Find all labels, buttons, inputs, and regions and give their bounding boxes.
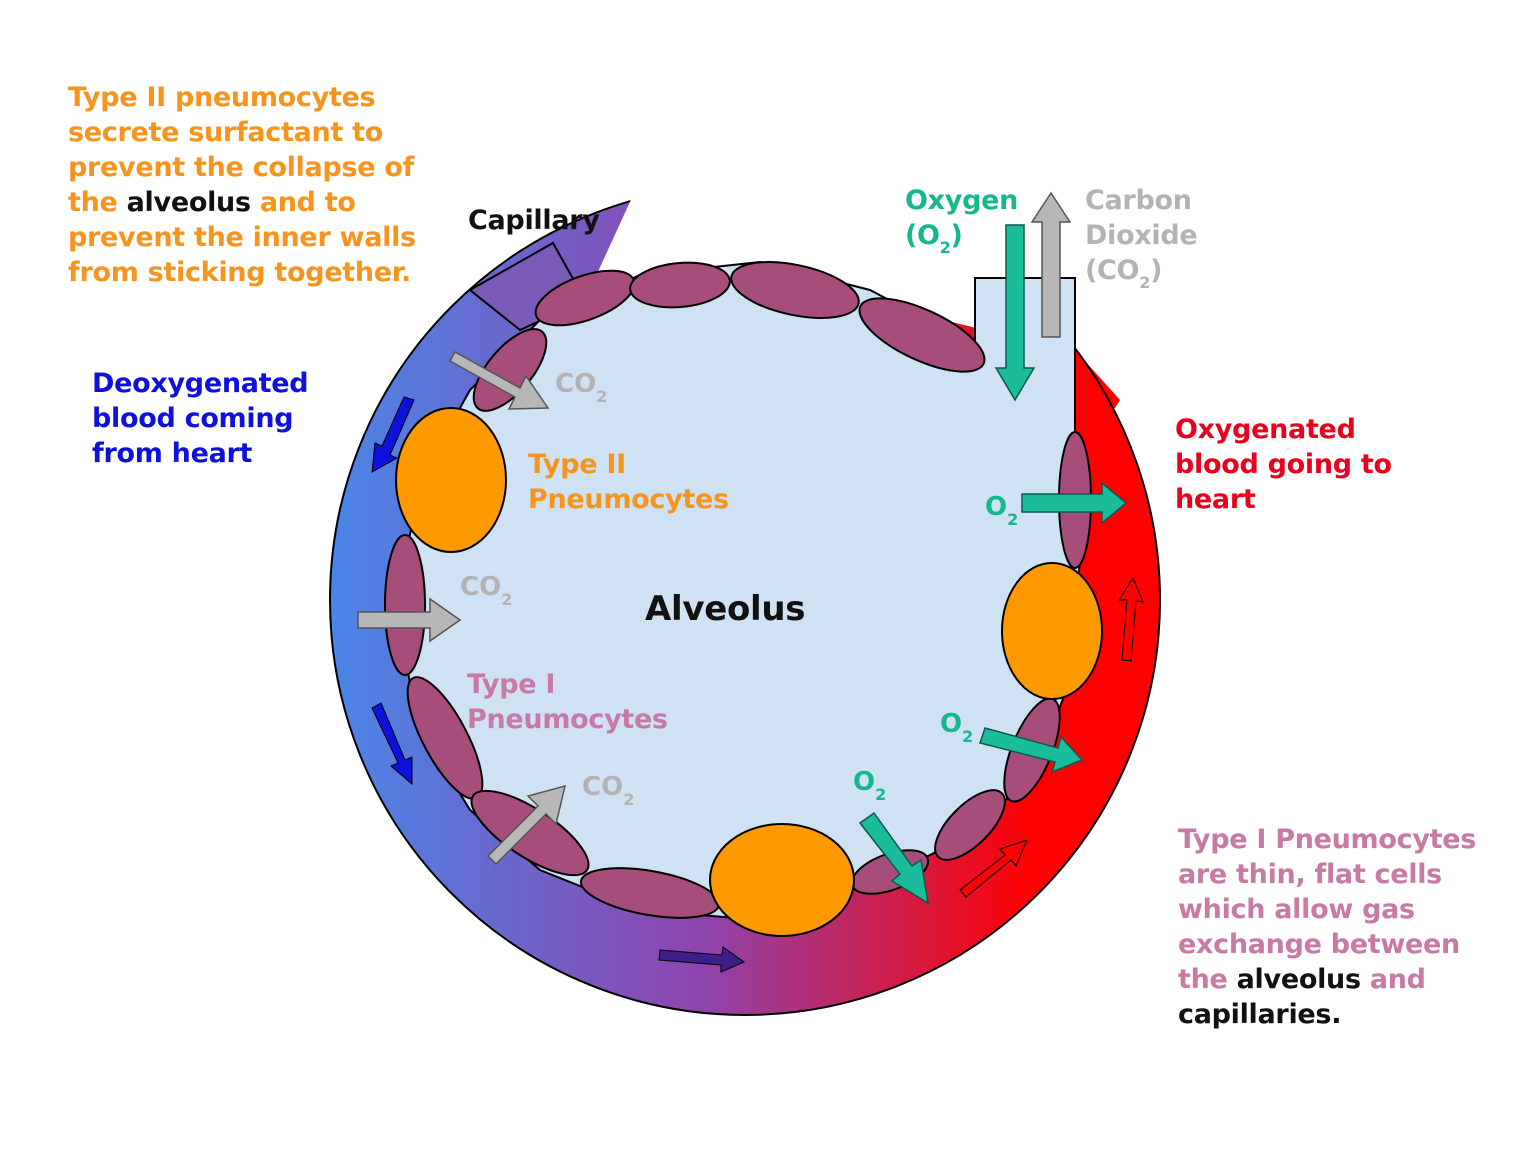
- type2-cell: [395, 407, 507, 553]
- o2-arrow: [1021, 481, 1128, 525]
- type1-cell: [730, 261, 860, 319]
- co2-label: CO2: [555, 369, 607, 406]
- blood-flow-arrows: [371, 396, 1144, 973]
- o2-entry-arrow: [994, 224, 1036, 402]
- type1-note-and: and: [1360, 964, 1426, 995]
- blood-flow-arrow: [658, 946, 746, 973]
- carbon-dioxide-label: Carbon Dioxide (CO2): [1085, 183, 1198, 292]
- type1-cells: [384, 261, 1092, 919]
- alveolus-opening-edge: [974, 277, 1076, 420]
- alveolus-label: Alveolus: [645, 589, 806, 629]
- type1-note: Type I Pneumocytes are thin, flat cells …: [1178, 822, 1498, 1032]
- type1-cell: [934, 789, 1006, 861]
- gas-labels: CO2 CO2 CO2 O2 O2 O2: [460, 369, 1018, 809]
- o2-arrow: [858, 811, 930, 905]
- oxygenated-label: Oxygenated blood going to heart: [1175, 414, 1392, 515]
- type2-note-text: Type II pneumocytes secrete surfactant t…: [68, 82, 415, 218]
- capillary-gap: [585, 180, 1080, 350]
- type1-note-text: Type I Pneumocytes are thin, flat cells …: [1178, 824, 1477, 995]
- o2-arrows: [858, 224, 1128, 905]
- co2-arrow: [448, 350, 550, 410]
- type2-pneumocytes-label: Type II Pneumocytes: [528, 449, 729, 515]
- type2-cells: [395, 407, 1103, 937]
- type2-note-alveolus: alveolus: [126, 187, 251, 218]
- type1-cell: [629, 261, 731, 309]
- carbon-dioxide-label-line2: Dioxide: [1085, 220, 1198, 251]
- co2-label: CO2: [582, 772, 634, 809]
- type2-cell: [1001, 562, 1103, 700]
- type2-cell: [709, 823, 855, 937]
- type1-cell: [858, 297, 986, 373]
- type1-note-capillaries: capillaries.: [1178, 999, 1342, 1030]
- o2-label: O2: [853, 767, 886, 804]
- carbon-dioxide-label-line1: Carbon: [1085, 185, 1192, 216]
- blood-flow-arrow: [959, 839, 1028, 898]
- deoxygenated-label: Deoxygenated blood coming from heart: [92, 368, 309, 469]
- co2-arrows: [357, 191, 1072, 866]
- type1-pneumocytes-label: Type I Pneumocytes: [467, 669, 668, 735]
- o2-arrow: [979, 727, 1084, 774]
- type1-note-alveolus: alveolus: [1236, 964, 1361, 995]
- oxygen-label-formula: (O2): [905, 220, 963, 257]
- o2-label: O2: [940, 709, 973, 746]
- blood-flow-arrow: [1118, 576, 1144, 662]
- co2-arrow: [357, 597, 462, 643]
- type2-note: Type II pneumocytes secrete surfactant t…: [68, 80, 428, 290]
- type2-note-text-end: and to prevent the inner walls from stic…: [68, 187, 416, 288]
- blood-flow-arrow: [371, 396, 415, 473]
- oxygen-label: Oxygen (O2): [905, 183, 1019, 257]
- co2-exit-arrow: [1030, 191, 1072, 338]
- co2-label: CO2: [460, 572, 512, 609]
- blood-flow-arrow: [371, 702, 413, 786]
- oxygen-label-name: Oxygen: [905, 185, 1019, 216]
- type1-cell: [384, 534, 426, 676]
- o2-label: O2: [985, 492, 1018, 529]
- co2-arrow: [486, 784, 567, 866]
- carbon-dioxide-label-formula: (CO2): [1085, 255, 1163, 292]
- capillary-label: Capillary: [468, 205, 600, 236]
